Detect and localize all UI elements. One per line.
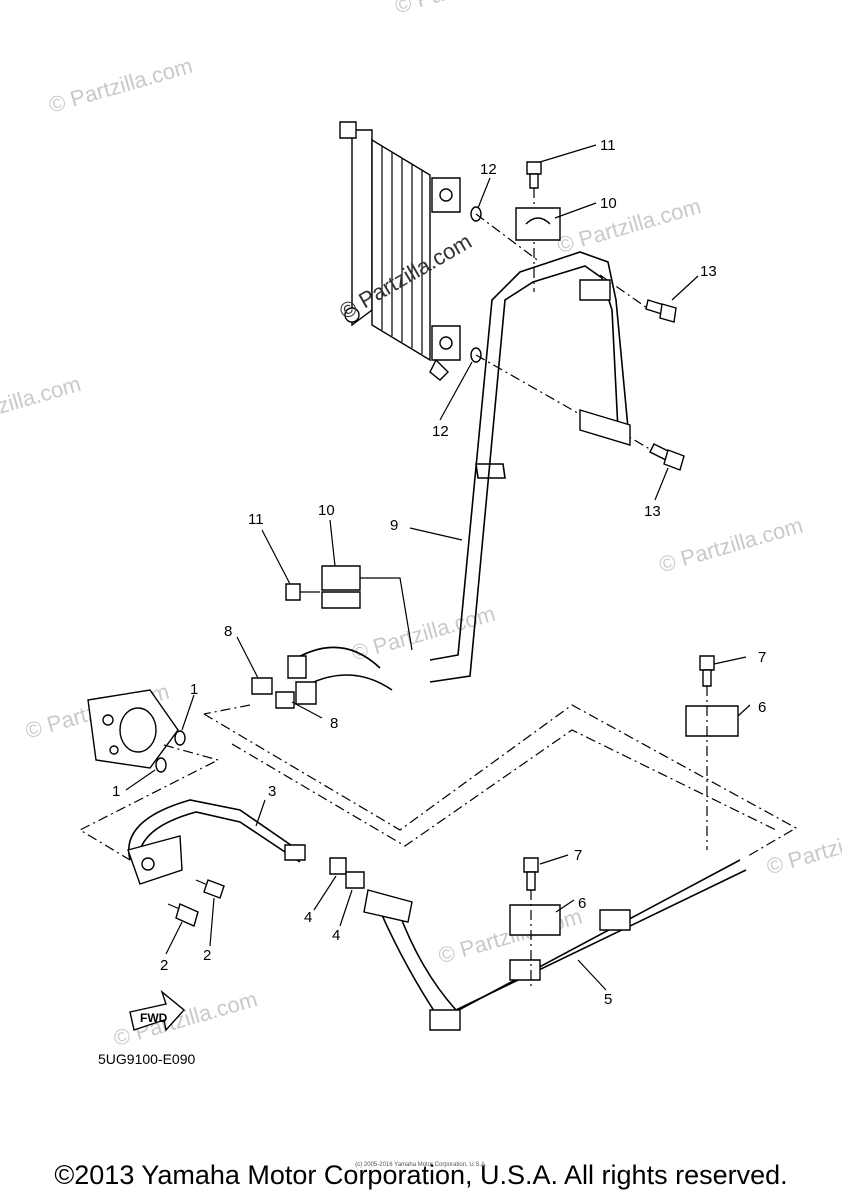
tiny-copyright: (c) 2005-2016 Yamaha Motor Corporation, … <box>355 1162 487 1168</box>
clip-4-upper <box>329 857 347 875</box>
watermark: © Partzilla.com <box>764 815 842 880</box>
callout-13: 13 <box>700 263 717 280</box>
left-housing <box>87 689 179 769</box>
callout-1: 1 <box>190 681 198 698</box>
clip-4-lower <box>345 871 365 889</box>
callout-1: 1 <box>112 783 120 800</box>
bolt-11-middle <box>285 583 320 601</box>
o-ring-1-upper <box>174 730 186 746</box>
watermark: © Partzilla.com <box>392 0 541 19</box>
oil-hose-5 <box>363 859 747 1031</box>
callout-7: 7 <box>574 847 582 864</box>
oil-cooler <box>339 121 461 381</box>
callout-8: 8 <box>224 623 232 640</box>
callout-10: 10 <box>318 502 335 519</box>
callout-6: 6 <box>758 699 766 716</box>
bolt-13-lower <box>649 443 685 471</box>
alignment-line <box>203 704 798 857</box>
clamp-10-top <box>515 207 561 241</box>
callout-12: 12 <box>432 423 449 440</box>
callout-4: 4 <box>304 909 312 926</box>
fitting-8-lower <box>275 691 295 709</box>
callout-2: 2 <box>203 947 211 964</box>
watermark: © Partzilla.com <box>554 193 703 258</box>
watermark-layer: © Partzilla.com © Partzilla.com © Partzi… <box>0 0 842 1051</box>
callout-6: 6 <box>578 895 586 912</box>
fitting-8-upper <box>251 677 273 695</box>
callout-9: 9 <box>390 517 398 534</box>
clamp-6-middle <box>509 904 561 936</box>
alignment-line <box>231 729 777 847</box>
centerline <box>475 213 541 263</box>
bolt-2-lower <box>167 903 199 927</box>
copyright-notice: ©2013 Yamaha Motor Corporation, U.S.A. A… <box>54 1160 788 1190</box>
callout-3: 3 <box>268 783 276 800</box>
oil-pipe-3 <box>127 799 306 885</box>
watermark: © Partzilla.com <box>656 512 805 577</box>
callout-4: 4 <box>332 927 340 944</box>
bolt-13-upper <box>645 299 677 323</box>
callout-13: 13 <box>644 503 661 520</box>
bolt-7-right <box>699 655 715 687</box>
alignment-line <box>78 744 220 861</box>
alignment-line <box>203 704 251 715</box>
callout-2: 2 <box>160 957 168 974</box>
bolt-11-top <box>526 161 542 189</box>
bolt-7-middle <box>523 857 539 891</box>
bolt-2-upper <box>195 879 225 899</box>
clamp-6-right <box>685 705 739 737</box>
leader-lines <box>125 144 751 991</box>
watermark: © Partzilla.com <box>0 371 84 436</box>
fwd-label: FWD <box>140 1011 168 1025</box>
leader <box>360 577 413 651</box>
watermark: © Partzilla.com <box>46 53 195 118</box>
callout-8: 8 <box>330 715 338 732</box>
callout-12: 12 <box>480 161 497 178</box>
o-ring-1-lower <box>155 757 167 773</box>
hose-ends <box>287 646 393 705</box>
fwd-arrow-icon: FWD <box>129 989 186 1032</box>
callout-11: 11 <box>600 137 616 154</box>
callout-7: 7 <box>758 649 766 666</box>
callout-5: 5 <box>604 991 612 1008</box>
callout-10: 10 <box>600 195 617 212</box>
centerline <box>475 354 591 421</box>
clamp-10-middle <box>321 565 361 609</box>
callout-11: 11 <box>248 511 264 528</box>
diagram-code: 5UG9100-E090 <box>98 1051 196 1067</box>
oil-hose-9 <box>429 251 631 683</box>
